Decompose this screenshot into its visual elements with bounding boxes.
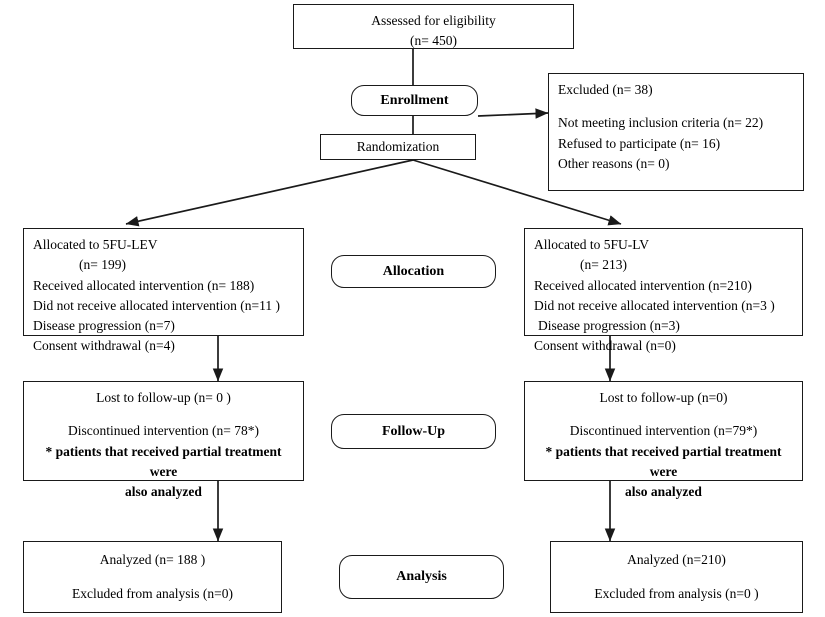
connector-enrollment-to-excluded: [477, 108, 549, 119]
right-analysis-line-2: Excluded from analysis (n=0 ): [594, 585, 759, 601]
stage-followup-text: Follow-Up: [382, 423, 445, 439]
left-allocation-line-1: Allocated to 5FU-LEV: [33, 237, 158, 252]
left-analysis-line-2: Excluded from analysis (n=0): [72, 585, 233, 601]
stage-label-allocation: Allocation: [331, 255, 496, 288]
excluded-heading: Excluded (n= 38): [558, 82, 653, 97]
left-allocation-line-4: Did not receive allocated intervention (…: [33, 297, 281, 313]
right-followup-line-3: * patients that received partial treatme…: [545, 443, 782, 479]
assessed-for-eligibility-box: Assessed for eligibility (n= 450): [293, 4, 574, 49]
right-followup-line-1: Lost to follow-up (n=0): [599, 390, 728, 405]
left-followup-line-4: also analyzed: [125, 484, 202, 499]
right-analysis-box: Analyzed (n=210) Excluded from analysis …: [550, 541, 803, 613]
stage-enrollment-text: Enrollment: [380, 92, 449, 108]
right-followup-line-2: Discontinued intervention (n=79*): [569, 423, 758, 439]
left-followup-line-2: Discontinued intervention (n= 78*): [68, 423, 259, 439]
left-followup-box: Lost to follow-up (n= 0 ) Discontinued i…: [23, 381, 304, 499]
right-allocation-line-1: Allocated to 5FU-LV: [534, 237, 649, 252]
excluded-reason-2: Refused to participate (n= 16): [558, 135, 721, 151]
right-analysis-line-1: Analyzed (n=210): [627, 552, 726, 568]
connector-randomization-to-left-allocation: [125, 159, 414, 227]
right-allocation-line-5: Disease progression (n=3): [538, 318, 680, 333]
stage-label-enrollment: Enrollment: [351, 85, 478, 116]
left-allocation-line-3: Received allocated intervention (n= 188): [33, 277, 255, 293]
excluded-reason-3: Other reasons (n= 0): [558, 155, 670, 171]
left-allocation-box: Allocated to 5FU-LEV (n= 199) Received a…: [23, 228, 304, 353]
assessed-line-1: Assessed for eligibility: [371, 13, 496, 28]
excluded-reason-1: Not meeting inclusion criteria (n= 22): [558, 115, 764, 131]
randomization-box: Randomization: [320, 134, 476, 160]
right-allocation-box: Allocated to 5FU-LV (n= 213) Received al…: [524, 228, 803, 353]
right-allocation-line-6: Consent withdrawal (n=0): [534, 338, 676, 354]
right-followup-box: Lost to follow-up (n=0) Discontinued int…: [524, 381, 803, 499]
stage-analysis-text: Analysis: [396, 569, 447, 584]
stage-label-followup: Follow-Up: [331, 414, 496, 449]
left-allocation-line-2: (n= 199): [79, 257, 126, 273]
right-followup-line-4: also analyzed: [625, 484, 702, 499]
excluded-box: Excluded (n= 38) Not meeting inclusion c…: [548, 73, 804, 191]
right-allocation-line-4: Did not receive allocated intervention (…: [534, 297, 775, 313]
left-analysis-box: Analyzed (n= 188 ) Excluded from analysi…: [23, 541, 282, 613]
stage-label-analysis: Analysis: [339, 555, 504, 599]
stage-allocation-text: Allocation: [382, 263, 445, 279]
right-allocation-line-2: (n= 213): [580, 257, 627, 273]
left-allocation-line-6: Consent withdrawal (n=4): [33, 338, 175, 354]
left-analysis-line-1: Analyzed (n= 188 ): [99, 552, 206, 568]
randomization-label: Randomization: [356, 138, 440, 154]
right-allocation-line-3: Received allocated intervention (n=210): [534, 277, 752, 293]
left-followup-line-1: Lost to follow-up (n= 0 ): [96, 390, 231, 405]
left-allocation-line-5: Disease progression (n=7): [33, 318, 175, 333]
left-followup-line-3: * patients that received partial treatme…: [45, 443, 282, 479]
assessed-line-2: (n= 450): [410, 33, 457, 49]
